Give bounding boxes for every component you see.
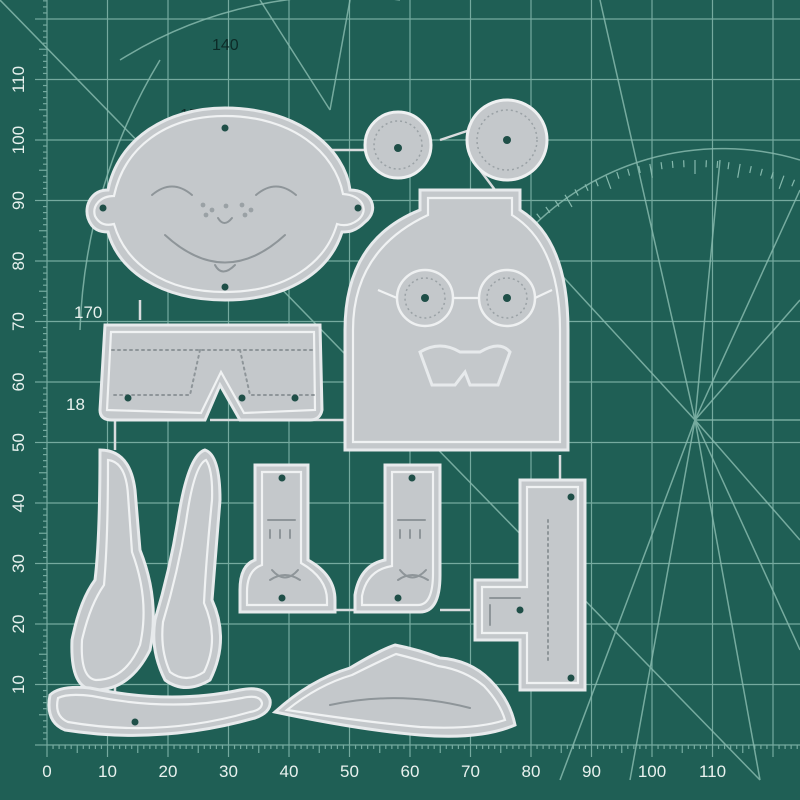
bottom-ruler-label: 110 bbox=[699, 762, 726, 781]
bottom-ruler-label: 0 bbox=[42, 762, 51, 781]
protractor-tick bbox=[605, 175, 612, 190]
left-ruler: 110 100 90 80 70 60 50 40 30 20 10 bbox=[9, 66, 28, 694]
left-ruler-label: 10 bbox=[9, 675, 28, 694]
bottom-ruler-label: 60 bbox=[401, 762, 420, 781]
left-ruler-label: 20 bbox=[9, 615, 28, 634]
protractor-tick bbox=[660, 162, 663, 170]
protractor-tick bbox=[791, 179, 796, 187]
protractor-tick bbox=[536, 213, 542, 220]
protractor-tick bbox=[638, 166, 641, 174]
inner-goggles bbox=[377, 268, 553, 328]
blaster-die bbox=[473, 478, 587, 692]
protractor-tick bbox=[584, 184, 589, 191]
boot-right-die bbox=[353, 463, 442, 614]
protractor-tick bbox=[770, 171, 774, 179]
bottom-ruler-label: 10 bbox=[98, 762, 117, 781]
protractor-tick bbox=[727, 162, 730, 170]
bottom-ruler-label: 100 bbox=[638, 762, 666, 781]
head-die bbox=[85, 106, 375, 302]
protractor-tick bbox=[545, 206, 551, 214]
boot-left-die bbox=[238, 463, 337, 614]
protractor-tick bbox=[749, 166, 752, 174]
bottom-ruler-label: 30 bbox=[219, 762, 238, 781]
leaf-die bbox=[271, 643, 517, 738]
left-ruler-label: 40 bbox=[9, 494, 28, 513]
protractor-tick bbox=[564, 194, 573, 208]
bottom-ruler-label: 20 bbox=[159, 762, 178, 781]
curve-die bbox=[47, 685, 272, 737]
mouth-glasses bbox=[418, 344, 512, 387]
protractor-tick bbox=[627, 168, 631, 176]
protractor-tick bbox=[574, 189, 579, 196]
left-ruler-label: 80 bbox=[9, 252, 28, 271]
bottom-ruler-label: 50 bbox=[340, 762, 359, 781]
arc-label-170: 170 bbox=[74, 303, 102, 322]
protractor-tick bbox=[594, 179, 599, 187]
protractor-tick bbox=[737, 163, 741, 178]
left-ruler-label: 70 bbox=[9, 312, 28, 331]
bottom-ruler: 0 10 20 30 40 50 60 70 80 90 100 110 bbox=[42, 762, 726, 781]
left-ruler-label: 90 bbox=[9, 191, 28, 210]
protractor-tick bbox=[759, 168, 763, 176]
protractor-tick bbox=[554, 200, 560, 207]
bottom-ruler-label: 80 bbox=[522, 762, 541, 781]
arc-label-140: 140 bbox=[212, 37, 239, 54]
arc-label-18: 18 bbox=[66, 395, 85, 414]
body-die bbox=[343, 188, 570, 452]
protractor-tick bbox=[671, 160, 674, 169]
protractor-tick bbox=[616, 171, 620, 179]
shorts-die bbox=[98, 323, 324, 422]
protractor-tick bbox=[649, 163, 653, 178]
protractor-tick bbox=[716, 160, 719, 169]
left-ruler-label: 30 bbox=[9, 554, 28, 573]
left-ruler-label: 100 bbox=[9, 126, 28, 154]
left-ruler-label: 50 bbox=[9, 433, 28, 452]
goggle-eyes-die bbox=[363, 98, 549, 182]
left-ruler-label: 60 bbox=[9, 373, 28, 392]
bottom-ruler-label: 90 bbox=[582, 762, 601, 781]
bottom-ruler-label: 70 bbox=[461, 762, 480, 781]
left-ruler-label: 110 bbox=[9, 66, 28, 93]
protractor-tick bbox=[778, 175, 785, 190]
bottom-ruler-label: 40 bbox=[280, 762, 299, 781]
